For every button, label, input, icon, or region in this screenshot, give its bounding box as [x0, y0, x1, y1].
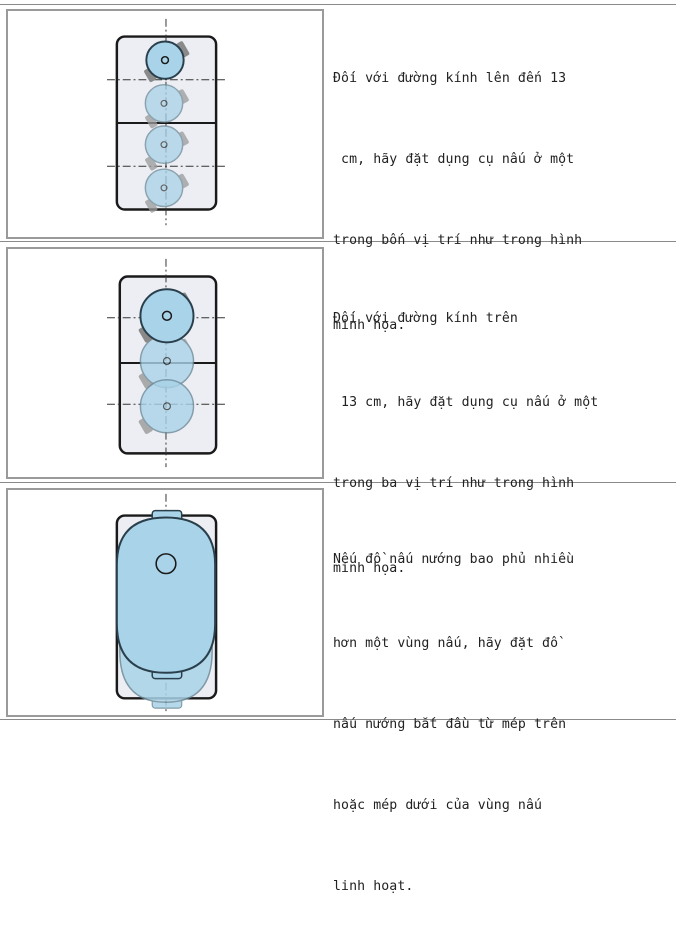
pot-position-3 — [144, 125, 189, 171]
figure-three-positions — [6, 247, 324, 479]
instruction-text-2: Đối với đường kính trên 13 cm, hãy đặt d… — [333, 251, 668, 609]
pot-position-3 — [138, 378, 195, 434]
figure-four-positions — [6, 9, 324, 239]
text-line: nấu nướng bắt đầu từ mép trên — [333, 717, 567, 732]
text-line: hoặc mép dưới của vùng nấu — [333, 798, 543, 813]
text-line: trong bốn vị trí như trong hình — [333, 233, 583, 248]
instruction-text-3: Nếu đồ nấu nướng bao phủ nhiều hơn một v… — [333, 492, 668, 927]
row-divider-bottom — [0, 719, 676, 720]
text-line: Đối với đường kính lên đến 13 — [333, 71, 567, 86]
text-line: minh họa. — [333, 561, 406, 576]
text-line: minh họa. — [333, 318, 406, 333]
figure-large-cookware — [6, 488, 324, 717]
text-line: Nếu đồ nấu nướng bao phủ nhiều — [333, 552, 575, 567]
cooktop-diagram-small-pots — [107, 18, 227, 226]
row-divider-1 — [0, 241, 676, 242]
text-line: linh hoạt. — [333, 879, 414, 894]
text-line: cm, hãy đặt dụng cụ nấu ở một — [333, 152, 575, 167]
pot-position-4 — [144, 168, 189, 213]
row-divider-2 — [0, 482, 676, 483]
text-line: Đối với đường kính trên — [333, 311, 518, 326]
pot-position-1 — [138, 288, 195, 344]
text-line: trong ba vị trí như trong hình — [333, 476, 575, 491]
cooktop-diagram-large-cookware — [115, 493, 218, 712]
cooktop-diagram-medium-pots — [107, 258, 227, 468]
row-divider-top — [0, 4, 676, 5]
pot-position-2 — [144, 83, 189, 129]
pot-position-1 — [144, 40, 190, 83]
text-line: 13 cm, hãy đặt dụng cụ nấu ở một — [333, 395, 599, 410]
instruction-text-1: Đối với đường kính lên đến 13 cm, hãy đặ… — [333, 11, 668, 366]
text-line: hơn một vùng nấu, hãy đặt đồ — [333, 636, 559, 651]
roaster-upper — [115, 509, 217, 680]
